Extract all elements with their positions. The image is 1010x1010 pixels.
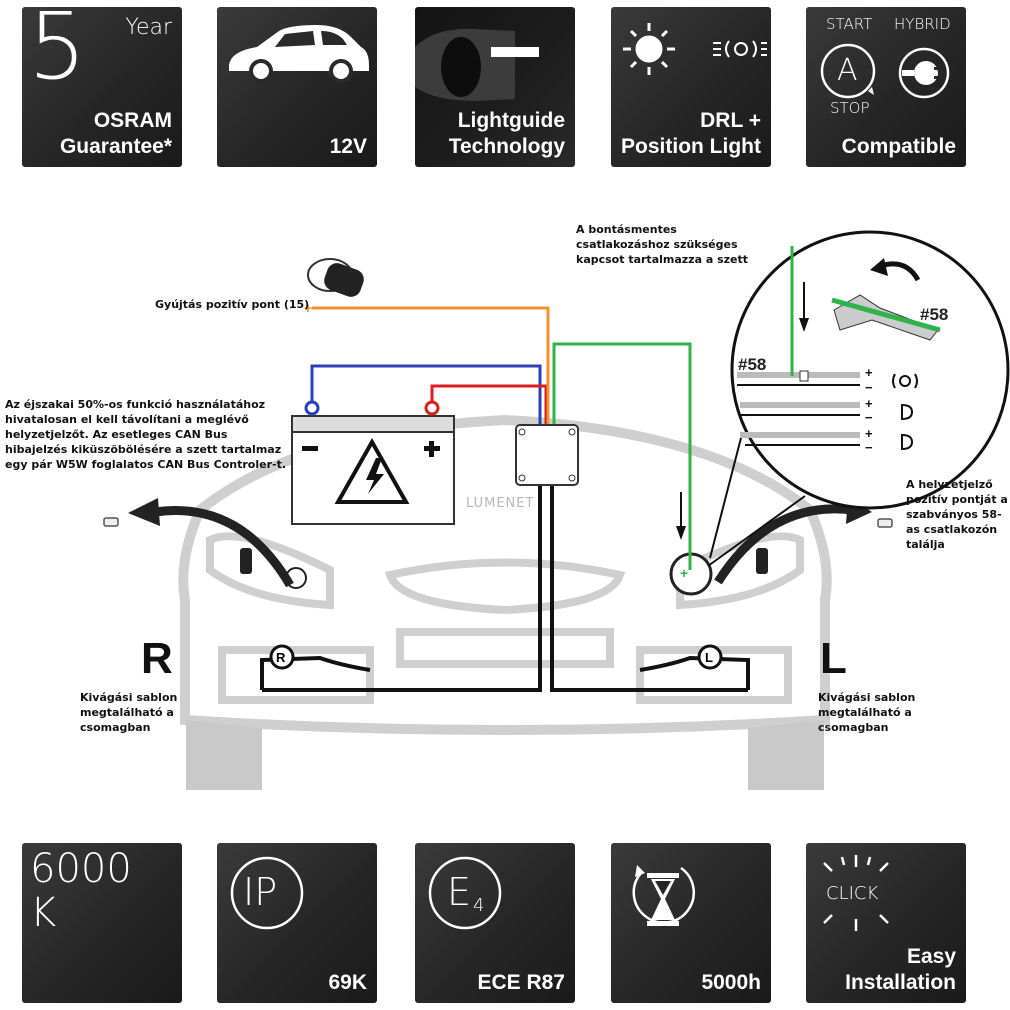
tile-12v: 12V xyxy=(217,7,377,167)
stop-label: STOP xyxy=(830,99,870,117)
pin58-label-upper: #58 xyxy=(920,305,948,324)
right-note: A helyzetjelző pozitív pontját a szabván… xyxy=(906,478,1008,551)
ece-country: 4 xyxy=(473,895,485,916)
compatible-line2: Compatible xyxy=(841,135,956,158)
battery xyxy=(291,400,455,525)
pin-minus-1: − xyxy=(865,380,873,395)
side-label-r: R xyxy=(141,634,173,683)
ip-rating-icon xyxy=(230,856,304,930)
easy-line2: Installation xyxy=(845,971,956,994)
drl-line2: Position Light xyxy=(621,135,761,158)
control-box xyxy=(515,424,579,486)
wire-green xyxy=(552,342,692,570)
click-word: CLICK xyxy=(826,883,879,904)
ece-e: E xyxy=(447,870,472,914)
badge-r: R xyxy=(276,650,286,665)
badge-l: L xyxy=(705,650,713,665)
drl-strips: R L xyxy=(260,480,750,692)
kelvin-unit: K xyxy=(30,890,57,936)
connector-zoom-circle xyxy=(707,230,1010,567)
pin-minus-2: − xyxy=(865,410,873,425)
car-icon xyxy=(229,25,369,83)
lifetime-label: 5000h xyxy=(701,971,761,994)
wire-orange xyxy=(312,306,550,425)
svg-text:+: + xyxy=(304,300,312,316)
pin58-label-lower: #58 xyxy=(738,355,766,374)
guarantee-line1: OSRAM xyxy=(93,109,172,132)
start-label: START xyxy=(826,15,873,33)
left-arrow xyxy=(154,506,294,588)
wire-red xyxy=(430,384,548,425)
click-icon xyxy=(823,855,889,931)
guarantee-line2: Guarantee* xyxy=(59,135,172,158)
ece-mark-icon xyxy=(428,856,502,930)
wire-blue xyxy=(310,364,542,425)
tile-lifetime: 5000h xyxy=(611,843,771,1003)
pin-plus-2: + xyxy=(865,396,873,411)
kelvin-value: 6000 xyxy=(30,846,132,892)
left-note: Az éjszakai 50%-os funkció használatához… xyxy=(5,398,287,471)
template-note-right: Kivágási sablon megtalálható a csomagban xyxy=(818,691,916,734)
tile-ip69k: IP 69K xyxy=(217,843,377,1003)
pin-plus-1: + xyxy=(865,365,873,380)
easy-line1: Easy xyxy=(906,945,956,968)
template-note-left: Kivágási sablon megtalálható a csomagban xyxy=(80,691,178,734)
lightguide-icon xyxy=(415,28,539,101)
ece-label: ECE R87 xyxy=(477,971,565,994)
sun-drl-icon xyxy=(623,23,767,75)
right-arrow xyxy=(714,504,853,585)
green-plus-marker: + xyxy=(680,565,688,581)
tile-drl: DRL + Position Light xyxy=(611,7,771,167)
start-stop-hybrid-icon xyxy=(820,43,950,99)
car-front-illustration: + xyxy=(178,414,832,790)
ignition-key-icon xyxy=(307,258,364,297)
guarantee-years: 5 xyxy=(28,7,87,100)
pin-minus-3: − xyxy=(865,440,873,455)
watermark: LUMENET xyxy=(466,496,535,511)
guarantee-year-label: Year xyxy=(125,15,172,40)
ip-symbol: IP xyxy=(243,870,278,914)
side-label-l: L xyxy=(820,634,847,683)
a-letter: A xyxy=(837,53,858,88)
hourglass-icon xyxy=(632,865,695,926)
ignition-label: Gyújtás pozitív pont (15) xyxy=(155,298,310,311)
tile-ece: E 4 ECE R87 xyxy=(415,843,575,1003)
tile-guarantee: 5 Year OSRAM Guarantee* xyxy=(22,7,182,167)
lightguide-line2: Technology xyxy=(448,135,565,158)
hybrid-label: HYBRID xyxy=(894,15,951,33)
wiring-diagram: + R L + xyxy=(103,230,1010,790)
tile-6000k: 6000 K xyxy=(22,843,182,1003)
connector-note: A bontásmentes csatlakozáshoz szükséges … xyxy=(576,223,749,266)
tile-compatible: START HYBRID A STOP Compatible xyxy=(806,7,966,167)
ip-label: 69K xyxy=(328,971,367,994)
drl-line1: DRL + xyxy=(700,109,761,132)
12v-label: 12V xyxy=(329,135,367,158)
pin-plus-3: + xyxy=(865,426,873,441)
lightguide-line1: Lightguide xyxy=(457,109,565,132)
